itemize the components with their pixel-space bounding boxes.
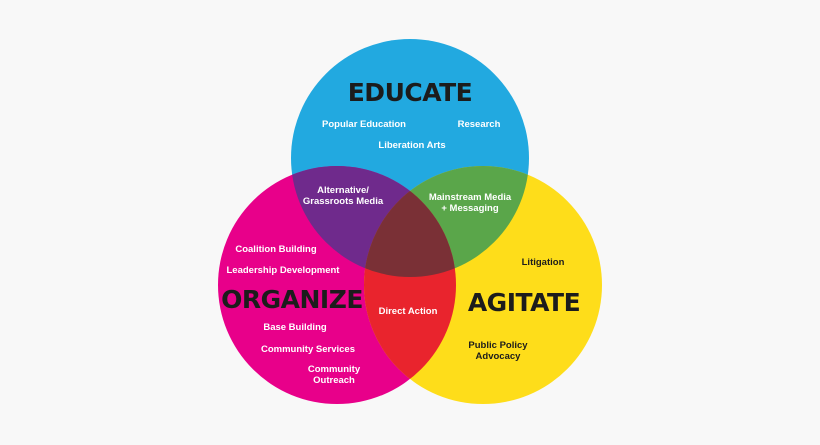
organize-item-leadership-development: Leadership Development: [227, 265, 341, 276]
organize-item-outreach: Outreach: [313, 375, 355, 386]
overlap-mainstream-media: Mainstream Media: [429, 192, 512, 203]
educate-title: EDUCATE: [348, 78, 473, 107]
center-overlap: [364, 166, 456, 277]
overlap-direct-action: Direct Action: [379, 306, 438, 317]
organize-item-community: Community: [308, 364, 361, 375]
agitate-item-advocacy: Advocacy: [476, 351, 522, 362]
agitate-item-public-policy: Public Policy: [468, 340, 528, 351]
organize-title: ORGANIZE: [221, 285, 363, 314]
agitate-title: AGITATE: [468, 288, 580, 317]
organize-item-community-services: Community Services: [261, 344, 355, 355]
educate-item-research: Research: [458, 119, 501, 130]
overlap-alternative: Alternative/: [317, 185, 369, 196]
organize-item-coalition-building: Coalition Building: [235, 244, 316, 255]
educate-item-liberation-arts: Liberation Arts: [378, 140, 445, 151]
agitate-item-litigation: Litigation: [522, 257, 565, 268]
overlap-messaging: + Messaging: [441, 203, 498, 214]
organize-item-base-building: Base Building: [263, 322, 327, 333]
educate-item-popular-education: Popular Education: [322, 119, 406, 130]
overlap-grassroots-media: Grassroots Media: [303, 196, 384, 207]
